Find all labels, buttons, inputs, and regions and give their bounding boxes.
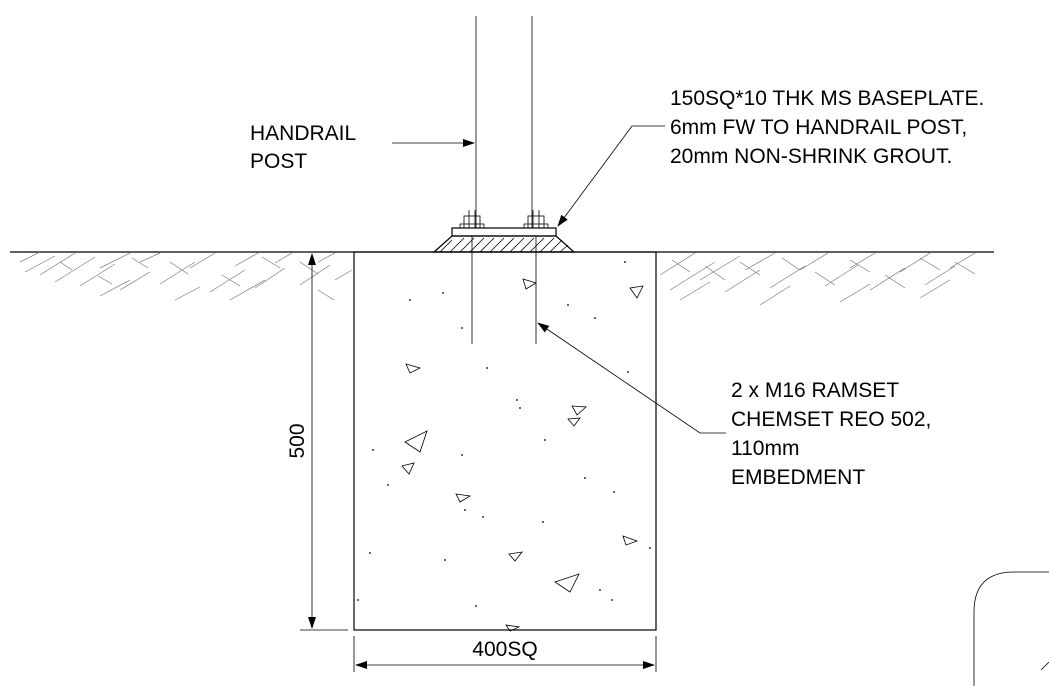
label-anchors-line2: CHEMSET REO 502, [731,408,931,431]
label-handrail-post-line1: HANDRAIL [250,122,356,145]
label-anchors-line1: 2 x M16 RAMSET [731,379,899,402]
label-anchors-line3: 110mm [731,437,799,460]
label-baseplate-line3: 20mm NON-SHRINK GROUT. [670,145,952,168]
concrete-aggregate [401,278,644,632]
grout-bed [432,235,576,253]
width-dimension-text: 400SQ [472,638,537,661]
concrete-footing [353,251,657,631]
label-baseplate-line1: 150SQ*10 THK MS BASEPLATE. [670,87,984,110]
label-anchors-line4: EMBEDMENT [731,466,865,489]
concrete-specks [357,261,651,607]
label-baseplate-line2: 6mm FW TO HANDRAIL POST, [670,116,967,139]
leader-baseplate [557,125,665,227]
leader-anchors [537,322,726,434]
soil-hatch-right [659,252,976,306]
depth-dimension [300,251,348,631]
label-handrail-post-line2: POST [250,150,307,173]
depth-dimension-text: 500 [286,423,309,458]
title-block-edge-mark [1040,661,1049,671]
width-dimension [353,636,657,672]
anchor-nuts [459,210,549,229]
title-block-corner [973,571,1049,686]
soil-hatch-left [19,251,353,301]
baseplate [451,227,557,237]
